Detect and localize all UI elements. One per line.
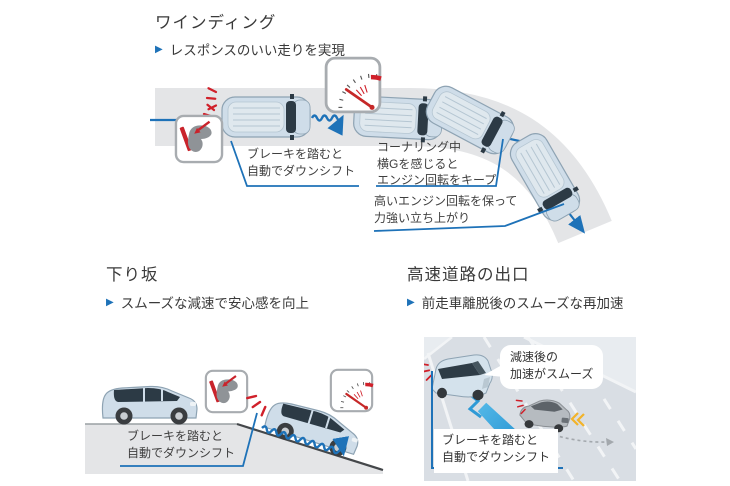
car-top-view-braking: [221, 93, 311, 141]
winding-subtitle: レスポンスのいい走りを実現: [169, 43, 345, 58]
decel-accel-bubble: 減速後の 加速がスムーズ: [500, 345, 604, 389]
highway-subtitle: 前走車離脱後のスムーズな再加速: [421, 296, 624, 311]
downhill-subtitle: スムーズな減速で安心感を向上: [120, 296, 310, 311]
highway-exit-photo: 減速後の 加速がスムーズ ブレーキを踏むと 自動でダウンシフト: [424, 337, 636, 481]
callout-high-rpm: 高いエンジン回転を保って 力強い立ち上がり: [374, 194, 518, 225]
car-top-view-entry: [352, 92, 444, 144]
lead-car-leaving-icon: [570, 412, 585, 427]
highway-title: 高速道路の出口: [407, 266, 530, 284]
downshift-wavy-arrow: [261, 425, 349, 457]
ego-van: [431, 354, 493, 401]
winding-illustration: [150, 58, 612, 244]
bubble-tail: [484, 365, 504, 377]
downshift-wavy-arrow: [310, 114, 344, 136]
speed-dashes-icon: [244, 391, 270, 418]
van-side-view-flat: [101, 385, 198, 426]
tachometer-icon: [326, 58, 381, 112]
brake-pedal-icon: [204, 369, 249, 414]
downhill-subtitle-row: ▶ スムーズな減速で安心感を向上: [106, 292, 309, 312]
drive-path-line: [150, 107, 586, 234]
callout-brake-downshift: ブレーキを踏むと 自動でダウンシフト: [247, 147, 356, 178]
van-side-view-downhill: [261, 395, 365, 462]
arrow-bullet-icon: ▶: [155, 44, 163, 55]
lead-car-path-arrowhead: [606, 438, 614, 446]
downhill-title: 下り坂: [106, 266, 159, 284]
lead-car-path-arrow: [553, 434, 609, 443]
callout-corner-keep-rpm: コーナリング中 横Gを感じると エンジン回転をキープ: [377, 140, 497, 188]
speed-dashes-icon: [200, 103, 216, 128]
tachometer-icon: [329, 368, 375, 413]
winding-road: [155, 88, 612, 244]
winding-subtitle-row: ▶ レスポンスのいい走りを実現: [155, 39, 345, 59]
callout-brake-downshift: ブレーキを踏むと 自動でダウンシフト: [127, 429, 236, 460]
callout-brake-downshift: ブレーキを踏むと 自動でダウンシフト: [434, 429, 559, 473]
arrow-bullet-icon: ▶: [106, 297, 114, 308]
arrow-bullet-icon: ▶: [407, 297, 415, 308]
highway-subtitle-row: ▶ 前走車離脱後のスムーズな再加速: [407, 292, 624, 312]
speed-dashes-icon: [205, 87, 218, 111]
brake-pedal-icon: [174, 114, 224, 164]
slope-road-line: [236, 422, 384, 472]
winding-title: ワインディング: [155, 14, 277, 32]
